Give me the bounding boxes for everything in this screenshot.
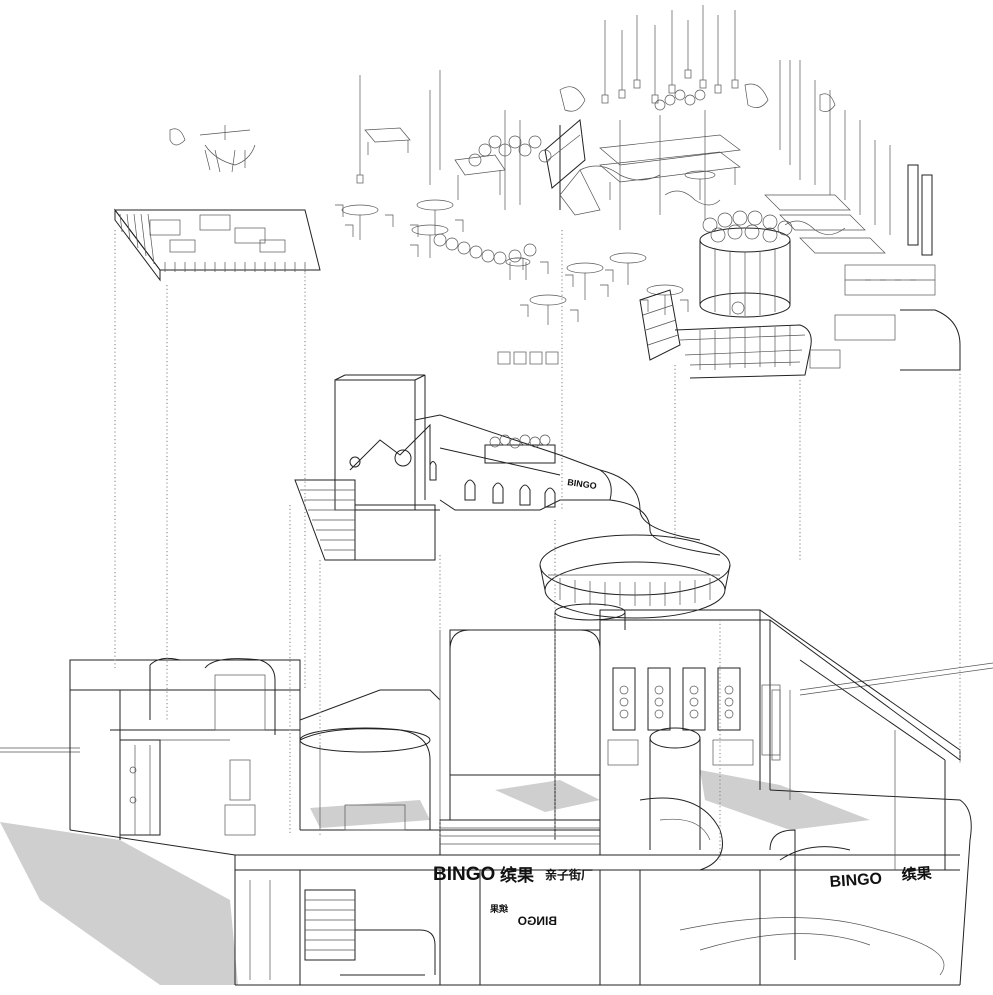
display-unit — [544, 119, 601, 216]
front-staircase — [304, 889, 436, 976]
front-brand-sign: BINGO — [433, 864, 495, 885]
front-sub-sign: 亲子街厂 — [545, 867, 593, 882]
long-tables — [364, 127, 886, 254]
pendant-lamps — [356, 5, 891, 235]
ground-lines — [0, 662, 993, 976]
bar-stools — [497, 351, 559, 365]
left-balcony-deck — [114, 208, 321, 282]
facade-signage: BINGO 缤果 亲子街厂 BINGO 缤果 BINGO 缤果 BINGO — [433, 477, 933, 928]
mirrored-cjk-sign: 缤果 — [489, 903, 508, 915]
cafe-tables — [335, 170, 716, 325]
mezzanine-level — [294, 374, 731, 630]
front-cjk-sign: 缤果 — [500, 865, 534, 886]
hanging-plant-cluster — [169, 125, 256, 173]
plant-foliage — [433, 83, 846, 265]
carousel-cage — [699, 210, 793, 318]
projection-guides — [114, 230, 961, 860]
right-brand-sign: BINGO — [829, 870, 883, 891]
tower-sign: BINGO — [567, 477, 598, 491]
right-cjk-sign: 缤果 — [901, 864, 933, 884]
bar-counter — [674, 324, 812, 379]
front-entrance-band — [439, 819, 601, 856]
dark-bookcase — [639, 289, 681, 361]
shelving-right — [809, 164, 961, 371]
arched-window-panels — [607, 667, 781, 766]
balcony-railing-hatch — [559, 578, 711, 606]
top-furniture-level — [114, 5, 961, 379]
mezzanine-stair — [294, 479, 356, 561]
mirrored-brand-sign: BINGO — [518, 914, 557, 928]
rooftop-planter — [489, 434, 551, 449]
ground-shadow — [0, 770, 870, 985]
